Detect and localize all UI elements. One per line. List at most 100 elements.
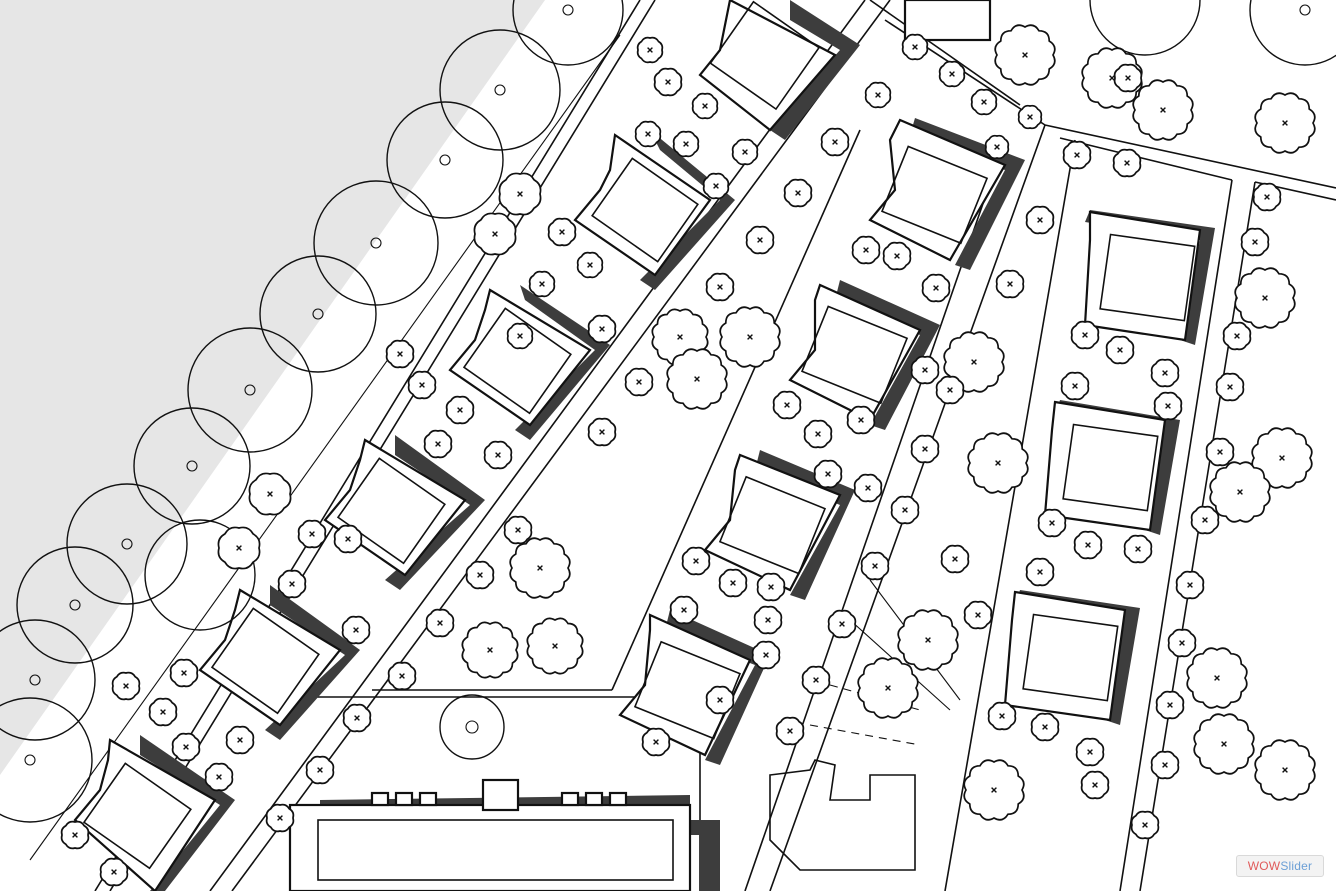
tree-center-mark [492,231,498,237]
tree-center-mark [599,429,605,435]
tree-center-mark [1124,160,1130,166]
tree-center-mark [1264,194,1270,200]
tree-center-mark [1282,767,1288,773]
tree-center-mark [795,190,801,196]
tree-center-mark [717,697,723,703]
tree-center-mark [1049,520,1055,526]
tree-center-mark [1085,542,1091,548]
tree-center-mark [111,869,117,875]
tree-center-mark [1167,702,1173,708]
tree-center-mark [1082,332,1088,338]
house-3 [448,288,592,427]
tree-center-mark [354,715,360,721]
tree-center-mark [1109,75,1115,81]
tree-center-mark [702,103,708,109]
house-11 [1083,210,1202,342]
house-2 [573,133,712,277]
tree-center-mark [345,536,351,542]
tree-center-mark [267,491,273,497]
tree-center-mark [693,558,699,564]
tree-center-mark [353,627,359,633]
tree-center-mark [757,237,763,243]
tree-center-mark [832,139,838,145]
top-structure [903,0,992,42]
tree-center-mark [949,71,955,77]
tree-center-mark [872,563,878,569]
tree-center-mark [1262,295,1268,301]
canopy-centers [24,4,1311,766]
tree-center-mark [645,131,651,137]
tree-center-mark [216,774,222,780]
tree-center-mark [181,670,187,676]
tree-center-mark [912,44,918,50]
tree-center-mark [815,431,821,437]
tree-center-mark [587,262,593,268]
tree-center-mark [517,333,523,339]
tree-center-mark [1027,114,1033,120]
house-7 [868,118,1007,262]
tree-center-mark [309,531,315,537]
tree-center-mark [399,673,405,679]
tree-center-mark [922,446,928,452]
tree-center-mark [537,565,543,571]
tree-center-mark [813,677,819,683]
tree-center-mark [1037,569,1043,575]
tree-center-mark [1037,217,1043,223]
tree-center-mark [1221,741,1227,747]
tree-center-mark [694,376,700,382]
tree-center-mark [636,379,642,385]
tree-center-mark [653,739,659,745]
tree-center-mark [123,683,129,689]
tree-center-mark [885,685,891,691]
tree-center-mark [1217,449,1223,455]
tree-center-mark [457,407,463,413]
tree-center-mark [539,281,545,287]
tree-center-mark [677,334,683,340]
tree-center-mark [647,47,653,53]
tree-center-mark [1234,333,1240,339]
tree-center-mark [858,417,864,423]
tree-center-mark [1202,517,1208,523]
tree-center-mark [1214,675,1220,681]
tree-center-mark [517,191,523,197]
tree-canopies [0,0,1336,823]
tree-center-mark [1162,762,1168,768]
tree-center-mark [947,387,953,393]
tree-center-mark [599,326,605,332]
tree-center-mark [1022,52,1028,58]
tree-center-mark [1252,239,1258,245]
tree-center-mark [1165,403,1171,409]
tree-center-mark [183,744,189,750]
tree-center-mark [559,229,565,235]
house-8 [788,283,922,422]
wowslider-watermark: WOWSlider [1236,855,1324,877]
buildings [73,0,1202,891]
tree-center-mark [763,652,769,658]
tree-center-mark [999,713,1005,719]
tree-center-mark [435,441,441,447]
tree-center-mark [717,284,723,290]
house-12 [1043,400,1167,532]
tree-center-mark [237,737,243,743]
tree-center-mark [397,351,403,357]
tree-center-mark [1279,455,1285,461]
tree-center-mark [995,460,1001,466]
tree-center-mark [865,485,871,491]
tree-center-mark [952,556,958,562]
house-6 [73,738,217,891]
tree-center-mark [437,620,443,626]
tree-center-mark [784,402,790,408]
existing-building-outline [769,759,916,871]
tree-center-mark [975,612,981,618]
tree-center-mark [552,643,558,649]
tree-center-mark [1042,724,1048,730]
tree-center-mark [787,728,793,734]
tree-center-mark [991,787,997,793]
tree-center-mark [1072,383,1078,389]
watermark-part1: WOW [1247,859,1281,873]
tree-center-mark [1227,384,1233,390]
tree-center-mark [1179,640,1185,646]
house-5 [198,588,342,727]
tree-center-mark [981,99,987,105]
